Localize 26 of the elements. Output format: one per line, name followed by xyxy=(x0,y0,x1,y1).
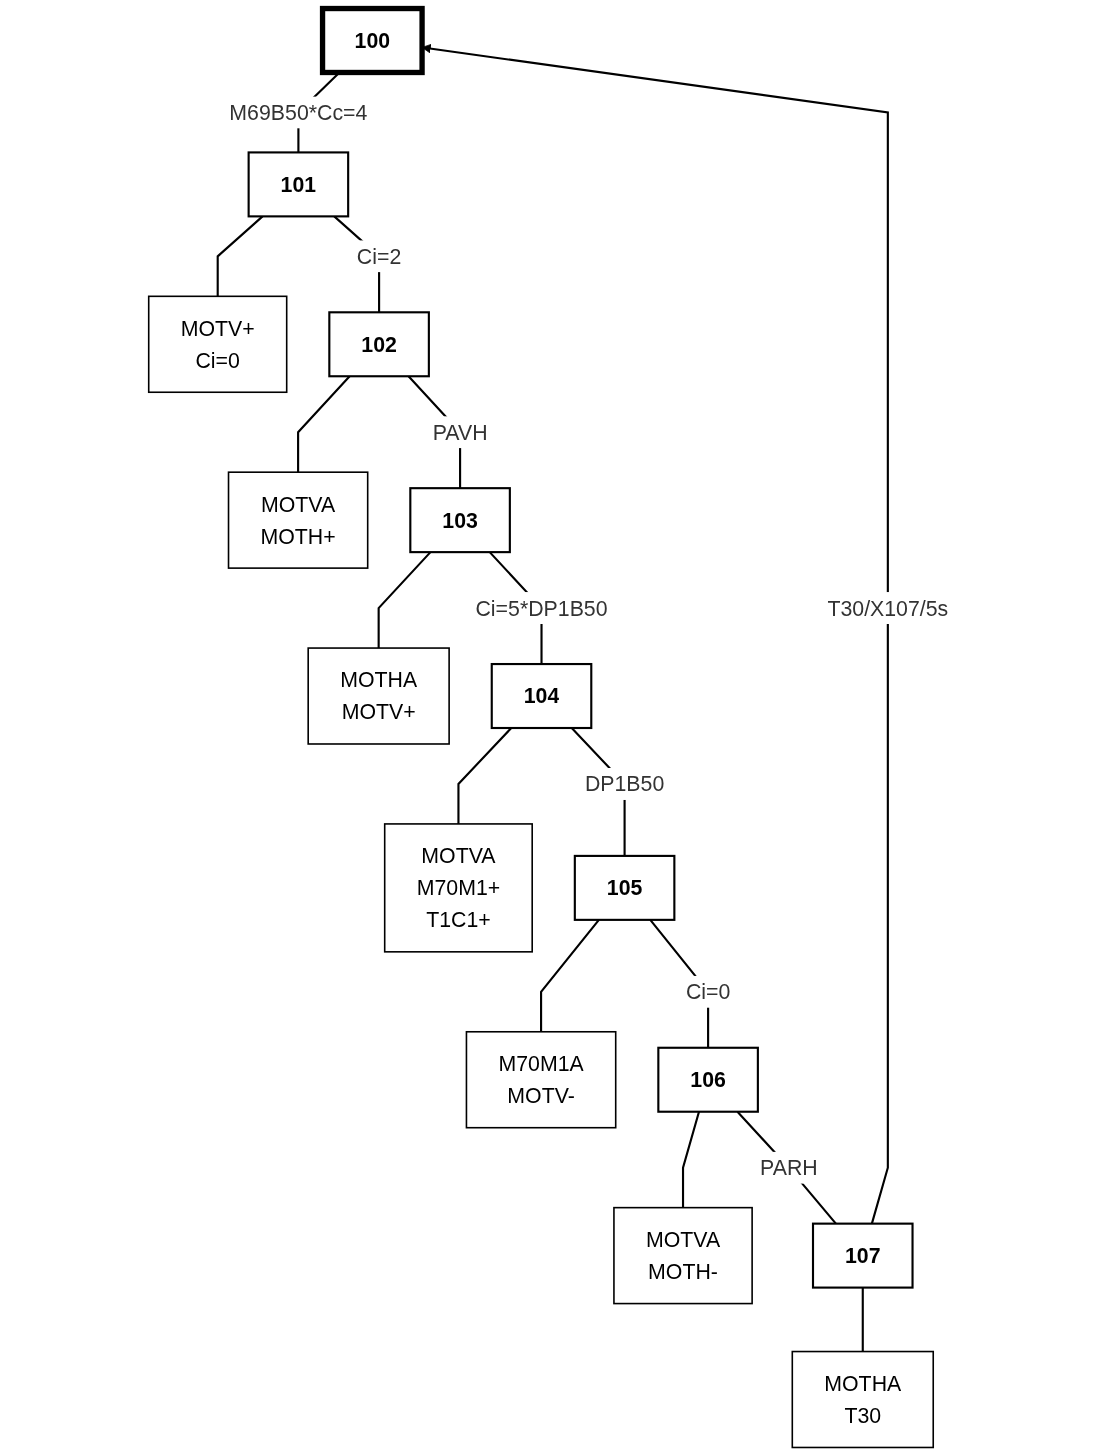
edge-label: T30/X107/5s xyxy=(827,596,949,620)
node-box: 100 xyxy=(319,5,425,76)
edge-label: Ci=2 xyxy=(356,244,402,269)
node-box: 101 xyxy=(247,151,350,218)
connector xyxy=(540,919,600,1032)
connector xyxy=(861,1287,864,1352)
node-box: MOTVA MOTH+ xyxy=(227,471,369,569)
node-box: 102 xyxy=(328,311,430,378)
node-box: MOTHA MOTV+ xyxy=(307,647,450,745)
node-box: 106 xyxy=(657,1046,759,1113)
node-box: MOTHA T30 xyxy=(791,1350,935,1449)
node-box: M70M1A MOTV- xyxy=(465,1031,617,1129)
node-box: MOTV+ Ci=0 xyxy=(147,295,288,394)
edge-label: PARH xyxy=(760,1155,818,1180)
connector xyxy=(681,1111,700,1208)
node-box: 105 xyxy=(573,854,676,921)
node-box: 104 xyxy=(490,663,593,730)
edge-label: M69B50*Cc=4 xyxy=(229,100,368,125)
edge-label: PAVH xyxy=(432,420,488,444)
edge-label: Ci=5*DP1B50 xyxy=(475,596,608,620)
edge-label: DP1B50 xyxy=(584,772,665,796)
node-box: 107 xyxy=(811,1222,914,1289)
node-box: MOTVA MOTH- xyxy=(613,1206,753,1305)
edge-label: Ci=0 xyxy=(685,980,731,1004)
node-box: 103 xyxy=(409,487,511,554)
node-box: MOTVA M70M1+ T1C1+ xyxy=(383,823,533,953)
